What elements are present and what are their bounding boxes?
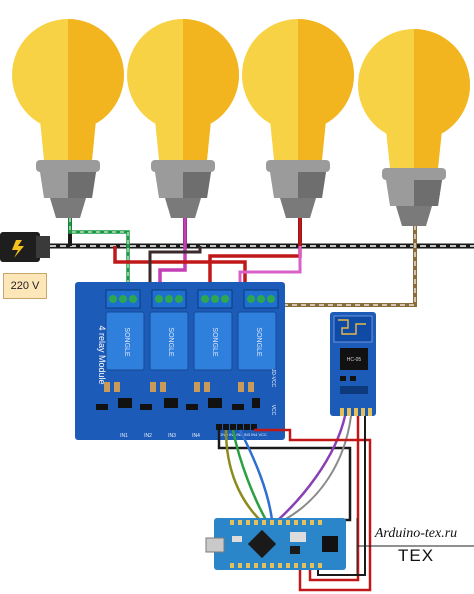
light-bulb-3 [242, 19, 354, 218]
bluetooth-module: HC-05 [330, 312, 376, 416]
svg-text:SONGLE: SONGLE [167, 327, 174, 357]
bt-chip-label: HC-05 [347, 357, 362, 363]
jumper-label: JD-VCC [270, 369, 276, 388]
watermark-site: Arduino-tex.ru [374, 526, 458, 541]
input-label-3: IN3 [168, 433, 176, 439]
watermark-logo: TEX [397, 546, 435, 565]
svg-text:SONGLE: SONGLE [123, 327, 130, 357]
input-label-2: IN2 [144, 433, 152, 439]
arduino-nano [205, 518, 346, 570]
wire-vcc-red [254, 428, 372, 592]
usb-port [205, 537, 225, 553]
relay-3: SONGLE [193, 311, 233, 371]
mcu-chip [247, 529, 277, 559]
terminal-blocks [105, 289, 279, 309]
lamp-wire-red-2 [113, 246, 247, 300]
transistor-row [96, 398, 260, 410]
light-bulb-1 [12, 19, 124, 218]
voltage-label: 220 V [3, 273, 47, 299]
antenna-icon [338, 319, 366, 335]
relay-4: SONGLE [237, 311, 277, 371]
svg-text:SONGLE: SONGLE [211, 327, 218, 357]
wire-bt-gray [283, 415, 352, 521]
input-label-1: IN1 [120, 433, 128, 439]
resistor-row [104, 382, 254, 392]
wire-in1-olive [224, 429, 261, 521]
relay-1: SONGLE [105, 311, 145, 371]
relay-module: 4 relay Module SONGLE SONGLE SONGLE S [75, 282, 285, 440]
wire-bt-purple [277, 415, 347, 521]
input-label-4: IN4 [192, 433, 200, 439]
lamp-wire-red [208, 218, 302, 300]
wire-in3-blue [238, 429, 274, 521]
relay-2: SONGLE [149, 311, 189, 371]
light-bulb-4 [358, 29, 470, 226]
watermark: Arduino-tex.ru TEX [360, 526, 472, 566]
light-bulb-2 [127, 19, 239, 218]
wire-bt-black [317, 416, 366, 576]
vcc-label: VCC [270, 405, 276, 416]
pin-header [216, 424, 257, 430]
wire-bt-red [308, 416, 360, 582]
module-title: 4 relay Module [97, 325, 107, 384]
wire-in2-green [231, 429, 268, 521]
svg-text:SONGLE: SONGLE [255, 327, 262, 357]
lamp-wire-dark [148, 246, 202, 300]
icsp-header [322, 536, 338, 552]
power-plug [0, 232, 50, 262]
lightning-icon [12, 240, 24, 258]
